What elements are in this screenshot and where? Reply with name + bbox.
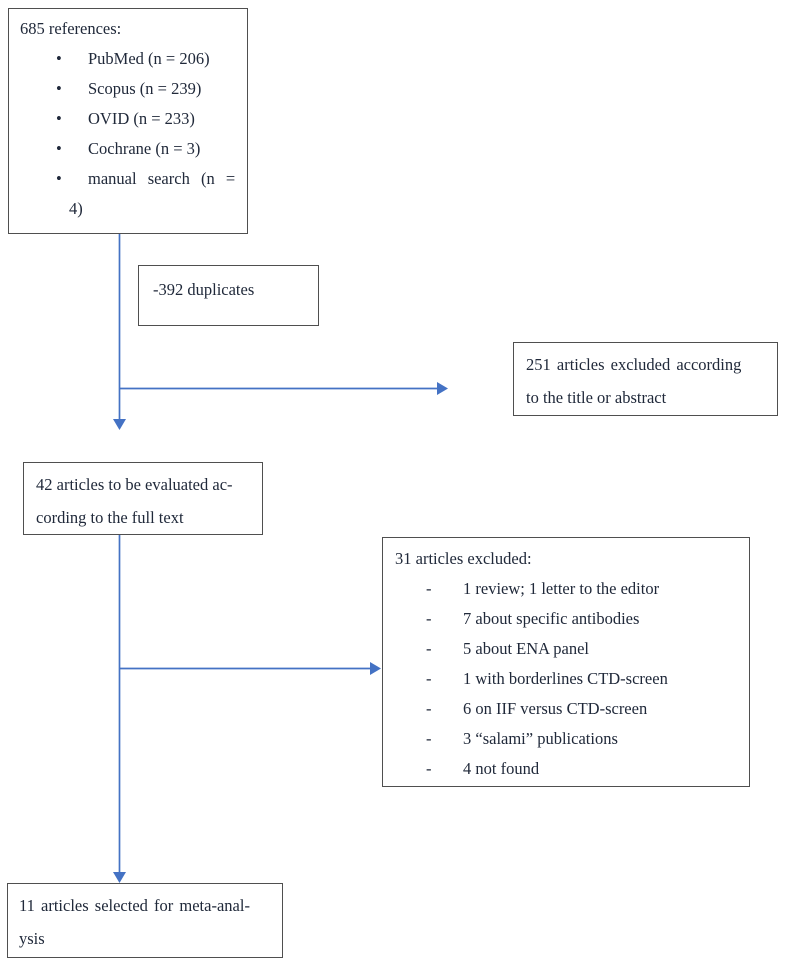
meta-analysis-selected-line: ysis <box>19 929 45 948</box>
exclusion-reason-label: 6 on IIF versus CTD-screen <box>463 699 648 718</box>
arrowhead-right-fulltext-excluded-icon <box>370 662 381 675</box>
list-item-ovid: • OVID (n = 233) <box>20 104 236 134</box>
dash-icon: - <box>426 639 432 658</box>
bullet-icon: • <box>56 169 62 188</box>
exclusion-reason-item: - 3 “salami” publications <box>395 724 737 754</box>
bullet-icon: • <box>56 109 62 128</box>
list-item-label: Cochrane (n = 3) <box>88 139 201 158</box>
arrowhead-right-title-abstract-icon <box>437 382 448 395</box>
full-text-evaluation-line: cording to the full text <box>36 508 184 527</box>
dash-icon: - <box>426 729 432 748</box>
arrowhead-down-to-selected-icon <box>113 872 126 883</box>
list-item-scopus: • Scopus (n = 239) <box>20 74 236 104</box>
bullet-icon: • <box>56 49 62 68</box>
dash-icon: - <box>426 609 432 628</box>
exclusion-reason-item: - 6 on IIF versus CTD-screen <box>395 694 737 724</box>
source-references-box: 685 references: • PubMed (n = 206) • Sco… <box>8 8 248 234</box>
list-item-pubmed: • PubMed (n = 206) <box>20 44 236 74</box>
exclusion-reason-label: 1 review; 1 letter to the editor <box>463 579 660 598</box>
bullet-icon: • <box>56 79 62 98</box>
list-item-label: OVID (n = 233) <box>88 109 195 128</box>
excluded-full-text-title: 31 articles excluded: <box>395 549 532 568</box>
exclusion-reason-label: 3 “salami” publications <box>463 729 618 748</box>
exclusion-reason-item: - 1 with borderlines CTD-screen <box>395 664 737 694</box>
list-item-manual-search: • manual search (n = <box>20 164 236 194</box>
exclusion-reason-label: 1 with borderlines CTD-screen <box>463 669 668 688</box>
exclusion-reason-item: - 7 about specific antibodies <box>395 604 737 634</box>
full-text-evaluation-box: 42 articles to be evaluated ac- cording … <box>23 462 263 535</box>
meta-analysis-selected-line: 11 articles selected for meta-anal- <box>19 896 250 915</box>
dash-icon: - <box>426 669 432 688</box>
exclusion-reason-item: - 5 about ENA panel <box>395 634 737 664</box>
list-item-label: PubMed (n = 206) <box>88 49 210 68</box>
excluded-title-abstract-box: 251 articles excluded according to the t… <box>513 342 778 416</box>
source-references-title: 685 references: <box>20 19 122 38</box>
full-text-evaluation-line: 42 articles to be evaluated ac- <box>36 475 233 494</box>
excluded-title-abstract-line: to the title or abstract <box>526 388 667 407</box>
list-item-label: manual search (n = <box>88 169 236 188</box>
meta-analysis-selected-box: 11 articles selected for meta-anal- ysis <box>7 883 283 958</box>
exclusion-reason-label: 4 not found <box>463 759 540 778</box>
list-item-cochrane: • Cochrane (n = 3) <box>20 134 236 164</box>
exclusion-reason-item: - 4 not found <box>395 754 737 784</box>
list-item-label: Scopus (n = 239) <box>88 79 202 98</box>
arrowhead-down-to-fulltext-icon <box>113 419 126 430</box>
dash-icon: - <box>426 699 432 718</box>
dash-icon: - <box>426 579 432 598</box>
duplicates-removed-label: -392 duplicates <box>153 280 255 299</box>
duplicates-removed-box: -392 duplicates <box>138 265 319 326</box>
exclusion-reason-item: - 1 review; 1 letter to the editor <box>395 574 737 604</box>
dash-icon: - <box>426 759 432 778</box>
list-item-manual-search-continuation: 4) <box>69 199 83 218</box>
excluded-full-text-box: 31 articles excluded: - 1 review; 1 lett… <box>382 537 750 787</box>
bullet-icon: • <box>56 139 62 158</box>
excluded-title-abstract-line: 251 articles excluded according <box>526 355 742 374</box>
exclusion-reason-label: 7 about specific antibodies <box>463 609 640 628</box>
exclusion-reason-label: 5 about ENA panel <box>463 639 590 658</box>
